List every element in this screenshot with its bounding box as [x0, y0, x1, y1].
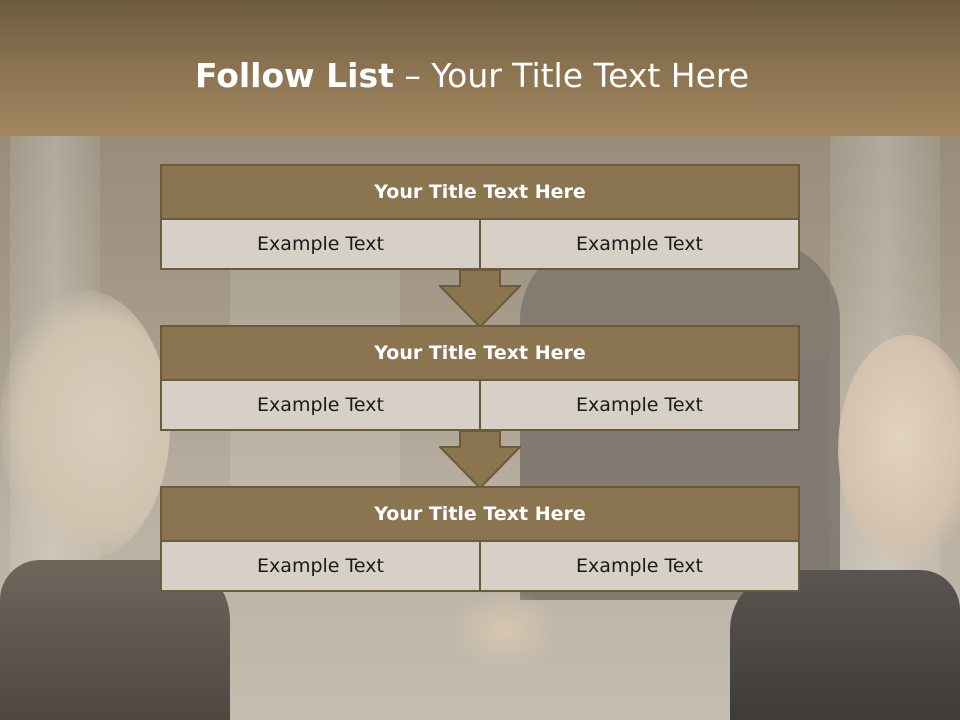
list-block-title: Your Title Text Here [160, 325, 800, 381]
down-arrow-icon [439, 270, 521, 329]
list-block-cell: Example Text [160, 220, 481, 270]
list-block-title: Your Title Text Here [160, 164, 800, 220]
list-block-cell: Example Text [481, 542, 800, 592]
list-block-2: Your Title Text Here Example Text Exampl… [160, 325, 800, 431]
title-bar: Follow List – Your Title Text Here [0, 0, 960, 136]
list-block-title: Your Title Text Here [160, 486, 800, 542]
background-woman-head [0, 290, 170, 560]
list-block-cell: Example Text [481, 381, 800, 431]
slide-title-bold: Follow List [194, 56, 394, 95]
list-block-1: Your Title Text Here Example Text Exampl… [160, 164, 800, 270]
list-block-cell: Example Text [481, 220, 800, 270]
list-block-row: Example Text Example Text [160, 381, 800, 431]
slide-title-rest: – Your Title Text Here [393, 56, 750, 95]
down-arrow-icon [439, 431, 521, 490]
list-block-3: Your Title Text Here Example Text Exampl… [160, 486, 800, 592]
background-hands [450, 590, 560, 670]
background-man-head [838, 335, 960, 565]
background-man-suit [730, 570, 960, 720]
list-block-row: Example Text Example Text [160, 220, 800, 270]
list-block-row: Example Text Example Text [160, 542, 800, 592]
list-block-cell: Example Text [160, 542, 481, 592]
slide-title: Follow List – Your Title Text Here [0, 54, 944, 98]
list-block-cell: Example Text [160, 381, 481, 431]
